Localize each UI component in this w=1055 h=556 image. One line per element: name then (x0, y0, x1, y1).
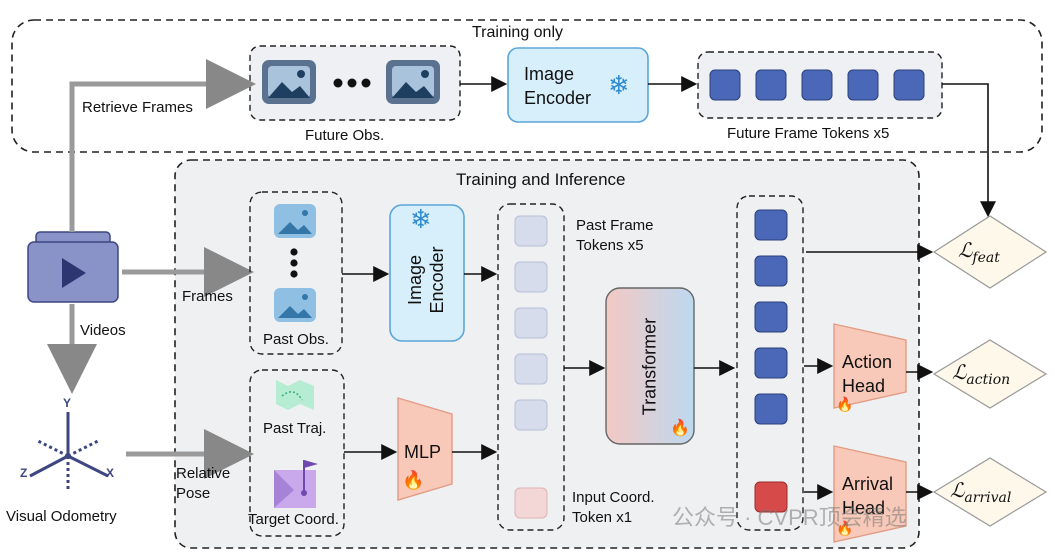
input-token-column (497, 203, 565, 531)
top-encoder-line-1: Image (524, 64, 575, 84)
past-image-icon-2 (274, 288, 316, 322)
fire-icon-transformer: 🔥 (670, 420, 690, 437)
image-encoder-line-2: Encoder (427, 246, 447, 314)
future-tokens-label: Future Frame Tokens x5 (727, 125, 890, 142)
image-encoder-line-1: Image (405, 254, 425, 306)
mlp-shape (397, 397, 453, 501)
loss-feat-label: ℒfeat (958, 238, 1000, 266)
loss-action-sub: action (966, 372, 1011, 388)
training-only-title: Training only (472, 24, 564, 41)
mlp-label: MLP (404, 442, 442, 462)
axis-x-label: X (106, 466, 115, 480)
training-inference-title: Training and Inference (456, 170, 626, 189)
fire-icon-arrival: 🔥 (836, 520, 854, 536)
loss-action-symbol: ℒ (952, 360, 967, 384)
past-tokens-label: Past Frame Tokens x5 (576, 216, 654, 256)
frames-label: Frames (182, 288, 233, 305)
top-encoder-label: Image Encoder (524, 62, 591, 110)
action-head-line-2: Head (842, 376, 886, 396)
axis-y-label: Y (63, 396, 72, 410)
transformer-box (605, 287, 695, 445)
arrival-head-line-1: Arrival (842, 474, 894, 494)
videos-label: Videos (80, 322, 126, 339)
relative-pose-line-2: Pose (176, 485, 211, 502)
input-coord-line-1: Input Coord. (572, 489, 655, 506)
loss-feat-sub: feat (972, 250, 1000, 266)
action-head-shape (833, 323, 907, 409)
arrival-head-shape (833, 445, 907, 543)
past-tokens-line-1: Past Frame (576, 217, 654, 234)
loss-feat-symbol: ℒ (958, 238, 973, 262)
training-inference-region (174, 159, 920, 549)
visual-odometry-label: Visual Odometry (6, 508, 117, 525)
action-head-line-1: Action (842, 352, 893, 372)
loss-feat-diamond (932, 215, 1048, 289)
snowflake-icon-2: ❄ (410, 204, 432, 234)
action-head-label: Action Head (842, 350, 892, 398)
future-image-icon-1 (262, 60, 316, 104)
loss-arrival-symbol: ℒ (950, 478, 965, 502)
future-obs-label: Future Obs. (305, 127, 385, 144)
axis-z-label: Z (20, 466, 28, 480)
axes-icon (29, 412, 109, 490)
fire-icon-action: 🔥 (836, 396, 854, 412)
snowflake-icon: ❄ (608, 70, 630, 100)
videos-icon (27, 231, 119, 303)
loss-arrival-label: ℒarrival (950, 478, 1011, 506)
trajectory-icon (276, 380, 314, 410)
fire-icon: 🔥 (402, 470, 425, 490)
arrival-head-line-2: Head (842, 498, 886, 518)
input-coord-label: Input Coord. Token x1 (572, 488, 655, 528)
loss-arrival-diamond (932, 457, 1048, 527)
training-only-region (11, 19, 1043, 153)
future-image-icon-2 (386, 60, 440, 104)
target-coord-label: Target Coord. (248, 511, 339, 528)
traj-coord-box (249, 369, 345, 537)
target-icon (274, 460, 318, 508)
past-obs-label: Past Obs. (263, 331, 329, 348)
image-encoder-box (389, 204, 465, 342)
input-coord-line-2: Token x1 (572, 509, 633, 526)
past-obs-box (249, 191, 343, 355)
watermark: 公众号 · CVPR顶会精选 (672, 505, 907, 530)
relative-pose-line-1: Relative (176, 465, 231, 482)
past-traj-label: Past Traj. (263, 420, 327, 437)
top-image-encoder-box (507, 47, 649, 123)
transformer-label: Transformer (639, 317, 660, 416)
retrieve-frames-label: Retrieve Frames (82, 99, 193, 116)
loss-action-label: ℒaction (952, 360, 1010, 388)
relative-pose-label: Relative Pose (176, 464, 230, 504)
past-image-icon-1 (274, 204, 316, 238)
past-tokens-line-2: Tokens x5 (576, 237, 644, 254)
top-encoder-line-2: Encoder (524, 88, 592, 108)
loss-arrival-sub: arrival (964, 490, 1012, 506)
loss-action-diamond (932, 339, 1048, 409)
output-token-column (736, 195, 804, 531)
arrival-head-label: Arrival Head (842, 472, 893, 520)
image-encoder-label: Image Encoder (404, 220, 448, 340)
